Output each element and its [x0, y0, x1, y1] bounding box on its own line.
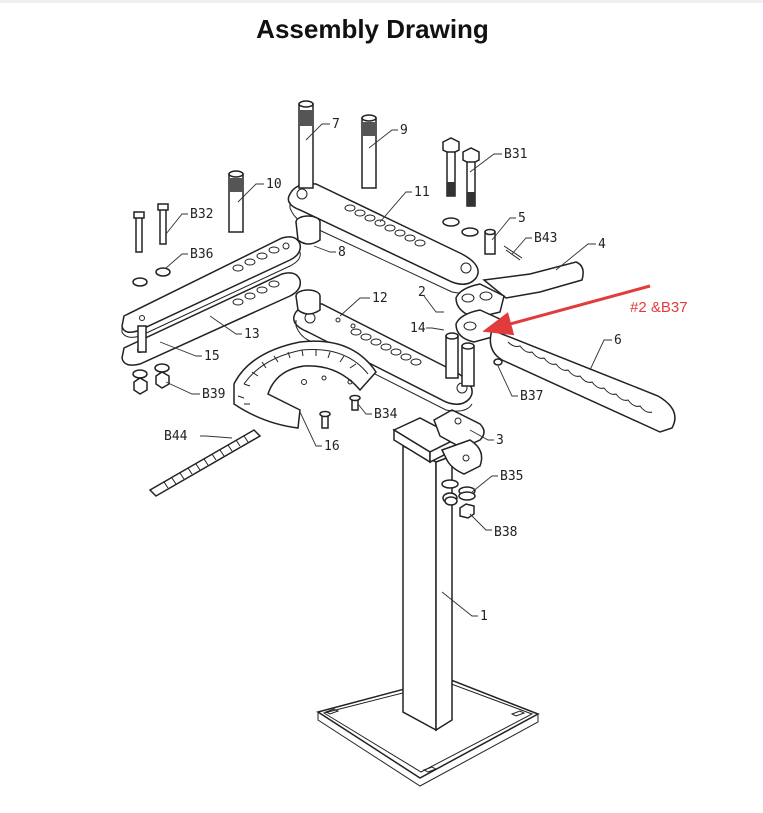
bolts-b31: [442, 137, 480, 237]
label-b39: B39: [202, 387, 225, 402]
base-stand: [316, 417, 540, 787]
label-part-4: 4: [598, 237, 606, 252]
page-title: Assembly Drawing: [256, 14, 489, 44]
label-b43: B43: [534, 231, 557, 246]
label-b32: B32: [190, 207, 213, 222]
arm-11-holes: [344, 204, 426, 247]
arm-12-holes: [335, 317, 422, 366]
rack-part-6: [489, 329, 676, 433]
annotation-text: #2 &B37: [630, 299, 688, 316]
bracket-part-3: [433, 409, 485, 475]
label-part-11: 11: [414, 185, 430, 200]
sleeve-part-5: [484, 228, 496, 255]
label-part-16: 16: [324, 439, 340, 454]
label-b38: B38: [494, 525, 517, 540]
label-part-10: 10: [266, 177, 282, 192]
arm-part-11: [287, 182, 479, 294]
label-b37: B37: [520, 389, 543, 404]
label-b31: B31: [504, 147, 527, 162]
label-part-15: 15: [204, 349, 220, 364]
handle-part-4: [455, 261, 584, 343]
pin-part-7: [298, 100, 314, 189]
label-part-13: 13: [244, 327, 260, 342]
annotation-callout: #2 &B37: [482, 284, 688, 336]
protractor-ticks: [237, 349, 357, 405]
plate-part-15: [121, 272, 302, 366]
nut-b37: [493, 358, 503, 366]
label-part-1: 1: [480, 609, 488, 624]
label-part-2: 2: [418, 285, 426, 300]
label-b44: B44: [164, 429, 188, 444]
label-part-8: 8: [338, 245, 346, 260]
pin-part-14: [445, 332, 475, 387]
leader-lines: [159, 123, 612, 617]
label-part-3: 3: [496, 433, 504, 448]
threaded-rod-b44: [148, 429, 262, 497]
label-b35: B35: [500, 469, 523, 484]
protractor-part-16: [233, 340, 377, 429]
cotter-pin-b43: [503, 245, 523, 261]
label-part-12: 12: [372, 291, 388, 306]
label-b34: B34: [374, 407, 398, 422]
roller-part-8: [295, 215, 321, 315]
nuts-b39: [132, 363, 170, 395]
pin-part-9: [361, 114, 377, 189]
label-part-14: 14: [410, 321, 426, 336]
label-part-6: 6: [614, 333, 622, 348]
pin-part-10: [228, 170, 244, 233]
top-divider: [0, 0, 763, 3]
label-b36: B36: [190, 247, 213, 262]
screws-b34: [319, 394, 361, 429]
bolts-b32: [132, 203, 171, 287]
label-part-5: 5: [518, 211, 526, 226]
label-part-7: 7: [332, 117, 340, 132]
label-part-9: 9: [400, 123, 408, 138]
